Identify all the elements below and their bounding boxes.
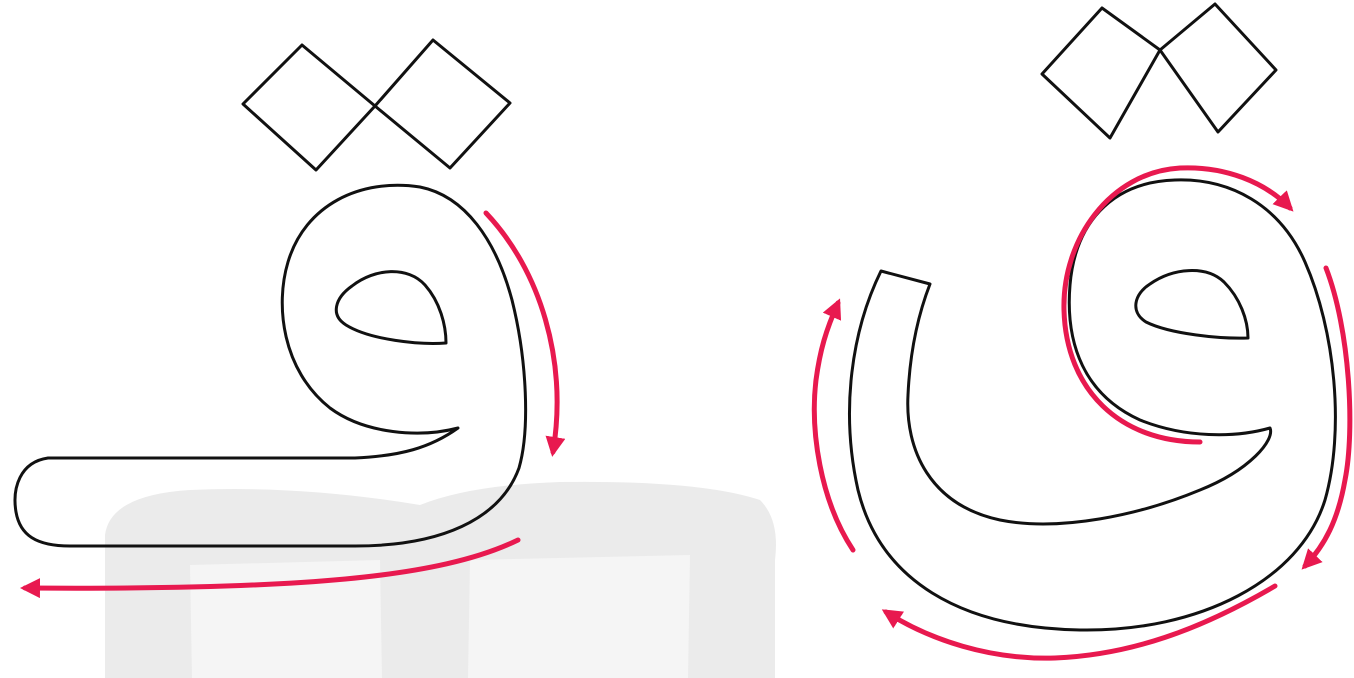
dot-right (375, 40, 510, 168)
stroke-arrow-bottom (886, 586, 1275, 658)
stroke-arrow-left-side (814, 303, 853, 550)
letter-loop-outline (1136, 271, 1248, 339)
qaf-isolated-form (814, 4, 1350, 658)
dot-left (1042, 8, 1160, 138)
dot-right (1160, 4, 1276, 132)
stroke-arrow-right-side (1305, 268, 1350, 566)
letter-body-outline (850, 180, 1336, 630)
stroke-arrow-loop (1064, 168, 1290, 442)
book-watermark-icon (105, 482, 776, 678)
dot-left (243, 45, 375, 170)
letter-loop-outline (336, 272, 446, 344)
stroke-arrow-down (486, 213, 557, 452)
